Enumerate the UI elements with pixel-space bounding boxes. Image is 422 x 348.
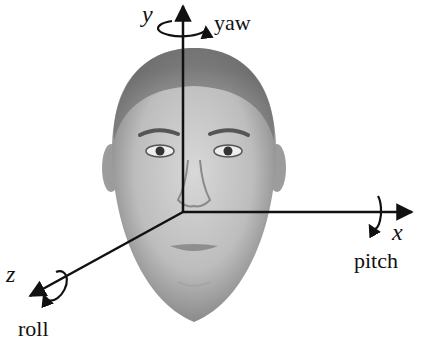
axis-label: x bbox=[392, 220, 403, 244]
pupil bbox=[156, 147, 165, 156]
rotation-label: yaw bbox=[214, 12, 251, 34]
x-axis bbox=[183, 211, 412, 214]
axis-label: z bbox=[6, 262, 15, 286]
face bbox=[102, 48, 286, 322]
axis-label: y bbox=[142, 2, 153, 26]
rotation-arrows bbox=[44, 21, 381, 301]
hair bbox=[114, 48, 274, 140]
chin bbox=[178, 282, 210, 286]
roll-arrow bbox=[44, 271, 67, 300]
rotation-label: roll bbox=[18, 318, 49, 340]
eye bbox=[214, 145, 242, 157]
eyebrow bbox=[210, 130, 248, 135]
pupil bbox=[224, 147, 233, 156]
yaw-arrow bbox=[158, 21, 206, 36]
axes bbox=[30, 6, 412, 296]
eyebrow bbox=[140, 130, 178, 135]
pitch-arrow bbox=[370, 196, 381, 229]
z-axis bbox=[30, 212, 183, 296]
rotation-label: pitch bbox=[354, 250, 398, 272]
mouth bbox=[170, 244, 218, 251]
eye bbox=[146, 145, 174, 157]
head bbox=[112, 48, 276, 322]
